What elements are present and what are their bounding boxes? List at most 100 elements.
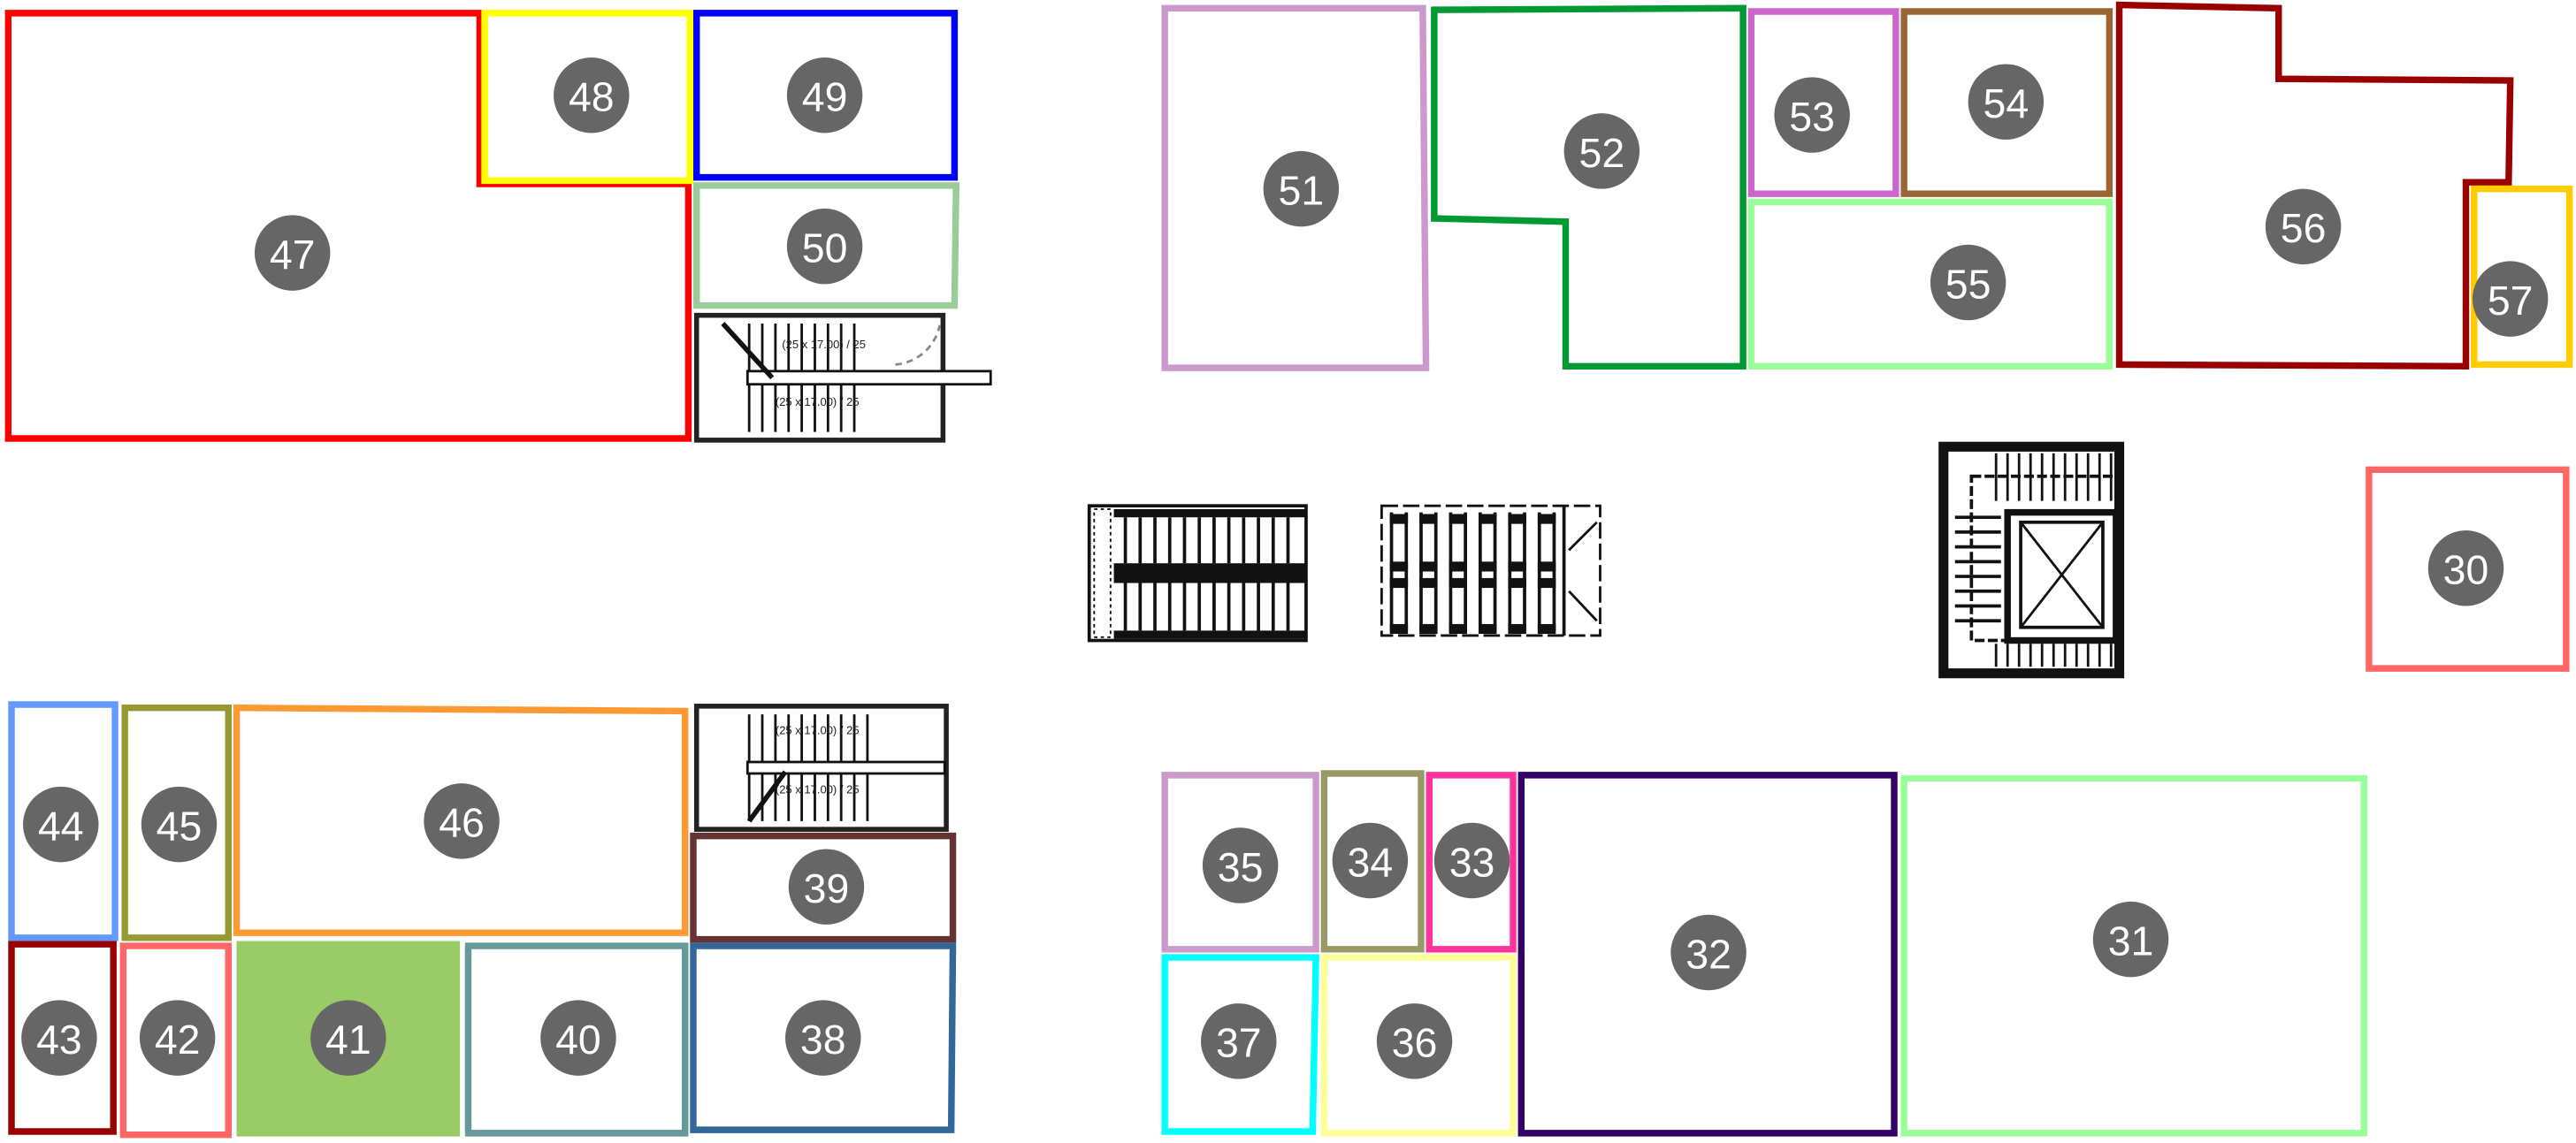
staircase-middle-2 [1380,504,1601,637]
room-outline[interactable] [119,942,232,1139]
room-57[interactable]: 57 [2471,185,2573,369]
room-outline[interactable] [1900,8,2114,197]
staircase-middle-1 [1087,504,1308,643]
room-marker-circle [788,849,865,925]
stair-nosing [1479,514,1497,524]
room-outline[interactable] [464,942,689,1137]
room-31[interactable]: 31 [1900,774,2368,1137]
room-41[interactable]: 41 [236,941,461,1137]
room-outline[interactable] [1320,770,1425,953]
room-outline[interactable] [481,10,693,185]
room-37[interactable]: 37 [1161,954,1319,1135]
room-number-label: 55 [1945,261,1991,307]
stair-nosing [1508,577,1526,589]
room-50[interactable]: 50 [692,182,959,309]
room-number-label: 50 [802,225,848,271]
room-outline[interactable] [1747,8,1900,197]
room-35[interactable]: 35 [1161,772,1319,953]
room-number-label: 46 [439,800,485,846]
room-number-label: 34 [1348,839,1394,885]
room-outline[interactable] [1426,772,1517,953]
stair-nosing [1419,577,1438,589]
room-34[interactable]: 34 [1320,770,1425,953]
room-marker-circle [2472,261,2549,337]
room-marker-circle [2265,188,2342,265]
room-outline[interactable] [692,10,959,181]
room-43[interactable]: 43 [8,941,117,1135]
stair-nosing [1389,561,1409,572]
stair-nosing [1537,577,1556,589]
room-49[interactable]: 49 [692,10,959,181]
stair-nosing [1419,623,1438,635]
room-outline[interactable] [8,701,118,941]
room-46[interactable]: 46 [233,704,689,936]
room-39[interactable]: 39 [690,832,957,943]
room-number-label: 57 [2488,278,2534,324]
room-marker-circle [141,786,218,863]
room-45[interactable]: 45 [121,704,232,941]
room-51[interactable]: 51 [1161,4,1430,371]
room-marker-circle [1201,1003,1277,1079]
room-marker-circle [254,215,331,291]
room-32[interactable]: 32 [1517,772,1898,1137]
staircase-elevator [1938,441,2125,679]
room-42[interactable]: 42 [119,942,232,1139]
room-marker-circle [2427,530,2504,606]
room-outline[interactable] [2115,1,2514,370]
room-54[interactable]: 54 [1900,8,2114,197]
room-outline[interactable] [1747,198,2114,370]
room-outline[interactable] [690,942,957,1133]
stair-nosing [1389,577,1409,589]
staircase-bottom-left: (25 x 17.00) / 25 (25 x 17.00) / 25 [693,704,949,832]
room-48[interactable]: 48 [481,10,693,185]
room-outline[interactable] [2366,466,2570,672]
room-marker-circle [1376,1003,1453,1079]
room-outline[interactable] [233,704,689,936]
room-outline[interactable] [1161,4,1430,371]
room-marker-circle [1263,150,1340,227]
stair-label-upper-2: (25 x 17.00) / 25 [776,723,860,736]
stair-nosing [1479,623,1497,635]
room-56[interactable]: 56 [2115,1,2514,370]
room-30[interactable]: 30 [2366,466,2570,672]
room-number-label: 32 [1685,931,1731,977]
stair-nosing [1449,623,1467,635]
room-number-label: 48 [569,74,615,120]
room-number-label: 51 [1279,168,1325,214]
room-marker-circle [424,783,500,859]
room-number-label: 30 [2443,547,2489,593]
room-marker-circle [2092,901,2169,978]
room-number-label: 56 [2281,205,2327,251]
room-outline[interactable] [1431,4,1747,370]
room-36[interactable]: 36 [1320,954,1517,1137]
stair-nosing [1537,514,1556,524]
room-38[interactable]: 38 [690,942,957,1133]
room-outline[interactable] [692,182,959,309]
room-52[interactable]: 52 [1431,4,1747,370]
room-marker-circle [786,208,863,285]
room-marker-circle [21,1000,97,1076]
stair-nosing [1479,561,1497,572]
room-33[interactable]: 33 [1426,772,1517,953]
room-outline[interactable] [8,941,117,1135]
room-53[interactable]: 53 [1747,8,1900,197]
room-marker-circle [554,57,630,133]
room-44[interactable]: 44 [8,701,118,941]
room-number-label: 35 [1218,844,1264,890]
room-number-label: 52 [1579,130,1625,176]
room-outline[interactable] [1517,772,1898,1137]
room-outline[interactable] [1161,954,1319,1135]
room-outline[interactable] [690,832,957,943]
room-number-label: 45 [157,803,203,849]
room-marker-circle [139,1000,216,1076]
room-outline[interactable] [1161,772,1319,953]
room-outline[interactable] [121,704,232,941]
room-outline[interactable] [1320,954,1517,1137]
room-outline[interactable] [1900,774,2368,1137]
room-40[interactable]: 40 [464,942,689,1137]
stair-nosing [1389,623,1409,635]
room-55[interactable]: 55 [1747,198,2114,370]
stair-nosing [1419,561,1438,572]
